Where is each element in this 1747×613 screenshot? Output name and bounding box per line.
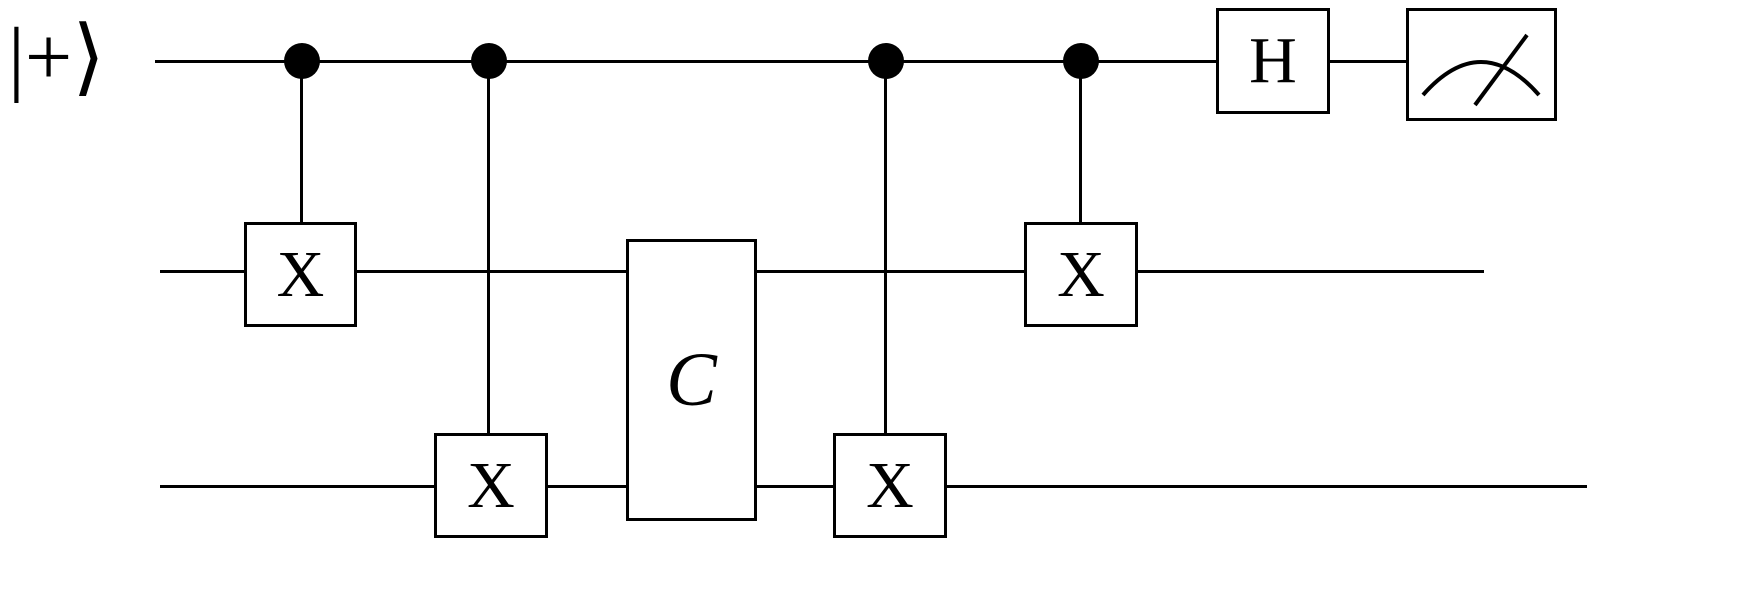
control-dot-4 xyxy=(1063,43,1099,79)
control-line-2 xyxy=(487,61,490,490)
control-dot-1 xyxy=(284,43,320,79)
qubit-wire-1 xyxy=(160,270,1484,273)
ket-plus-label: |+⟩ xyxy=(8,11,105,104)
measurement-gauge-icon xyxy=(1421,33,1541,107)
x-gate-3: X xyxy=(833,433,947,538)
hadamard-gate: H xyxy=(1216,8,1330,114)
x-gate-2: X xyxy=(434,433,548,538)
control-dot-3 xyxy=(868,43,904,79)
control-line-1 xyxy=(300,61,303,280)
c-unitary-gate: C xyxy=(626,239,757,521)
x-gate-1: X xyxy=(244,222,357,327)
gauge-arc xyxy=(1421,60,1541,97)
control-line-4 xyxy=(1079,61,1082,280)
control-dot-2 xyxy=(471,43,507,79)
qubit-wire-0 xyxy=(155,60,1410,63)
measurement-gate xyxy=(1406,8,1557,121)
gauge-needle xyxy=(1473,33,1529,107)
x-gate-4: X xyxy=(1024,222,1138,327)
control-line-3 xyxy=(884,61,887,490)
